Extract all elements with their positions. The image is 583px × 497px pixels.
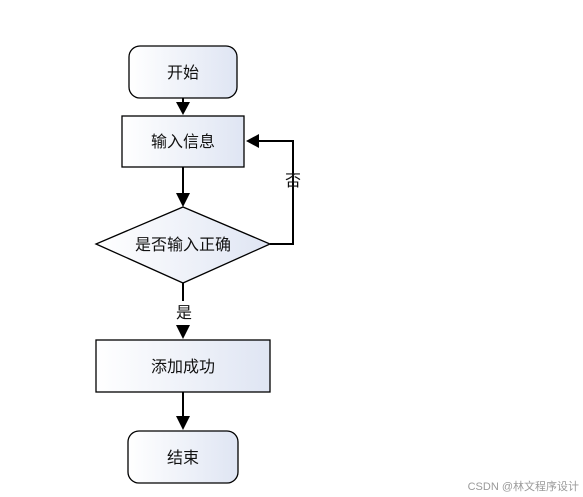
node-input-info: 输入信息 [121, 115, 245, 168]
input-info-process-shape [121, 115, 245, 168]
edge-label-yes: 是 [176, 303, 192, 322]
arrowhead-to-input [176, 102, 190, 115]
check-input-decision-shape [94, 206, 272, 284]
add-success-process-shape [95, 339, 271, 393]
arrowhead-to-end [176, 416, 190, 430]
add-success-label: 添加成功 [151, 357, 215, 376]
node-add-success: 添加成功 [95, 339, 271, 393]
arrowhead-loop-to-input [246, 134, 259, 148]
check-input-label: 是否输入正确 [135, 235, 231, 254]
end-terminal-shape [127, 430, 239, 484]
connectors [182, 98, 294, 418]
node-start: 开始 [128, 45, 238, 99]
input-info-label: 输入信息 [151, 132, 215, 151]
arrowhead-to-success [176, 325, 190, 339]
end-label: 结束 [167, 448, 199, 467]
arrowheads [176, 102, 259, 430]
edge-check-to-input-loop [258, 140, 294, 245]
arrowhead-to-check [176, 193, 190, 207]
start-terminal-shape [128, 45, 238, 99]
csdn-watermark: CSDN @林文程序设计 [468, 479, 579, 493]
start-label: 开始 [167, 63, 199, 82]
edge-label-no: 否 [285, 171, 301, 190]
node-check-input: 是否输入正确 [94, 206, 272, 284]
node-end: 结束 [127, 430, 239, 484]
